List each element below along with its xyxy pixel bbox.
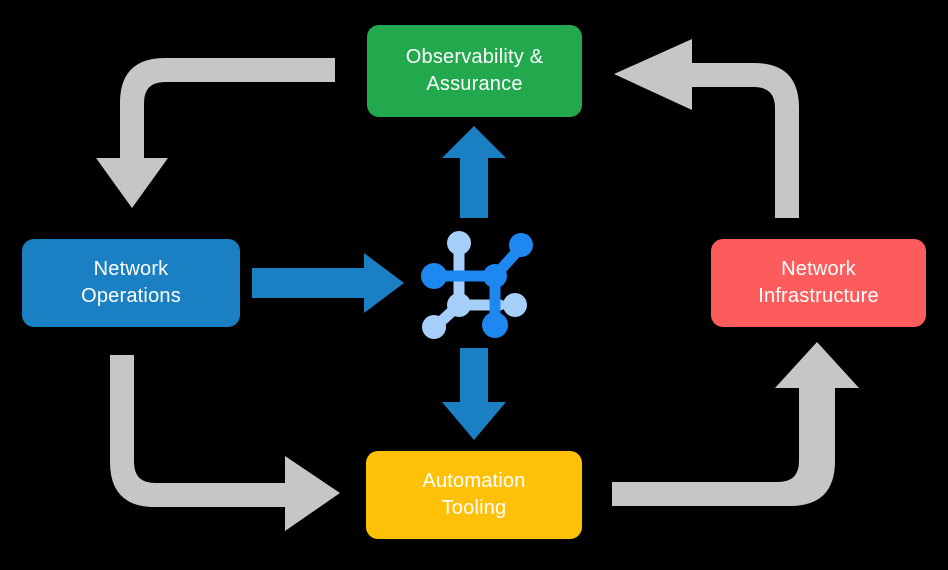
connector-automation-to-infrastructure <box>612 342 859 506</box>
connector-center-to-observability <box>442 126 506 218</box>
node-observability-assurance[interactable]: Observability & Assurance <box>367 25 582 117</box>
node-network-operations[interactable]: Network Operations <box>22 239 240 327</box>
connector-operations-to-automation <box>110 355 340 531</box>
node-label-automation-tooling: Automation Tooling <box>422 470 526 519</box>
connector-center-to-automation <box>442 348 506 440</box>
node-automation-tooling[interactable]: Automation Tooling <box>366 451 582 539</box>
node-label-network-infrastructure: Network Infrastructure <box>758 258 879 307</box>
connector-infrastructure-to-observability <box>614 39 799 218</box>
node-network-infrastructure[interactable]: Network Infrastructure <box>711 239 926 327</box>
connector-observability-to-operations <box>96 58 335 208</box>
node-label-network-operations: Network Operations <box>81 258 181 307</box>
connector-operations-to-center <box>252 253 404 313</box>
network-topology-icon <box>421 231 533 339</box>
node-label-observability-assurance: Observability & Assurance <box>405 46 544 95</box>
